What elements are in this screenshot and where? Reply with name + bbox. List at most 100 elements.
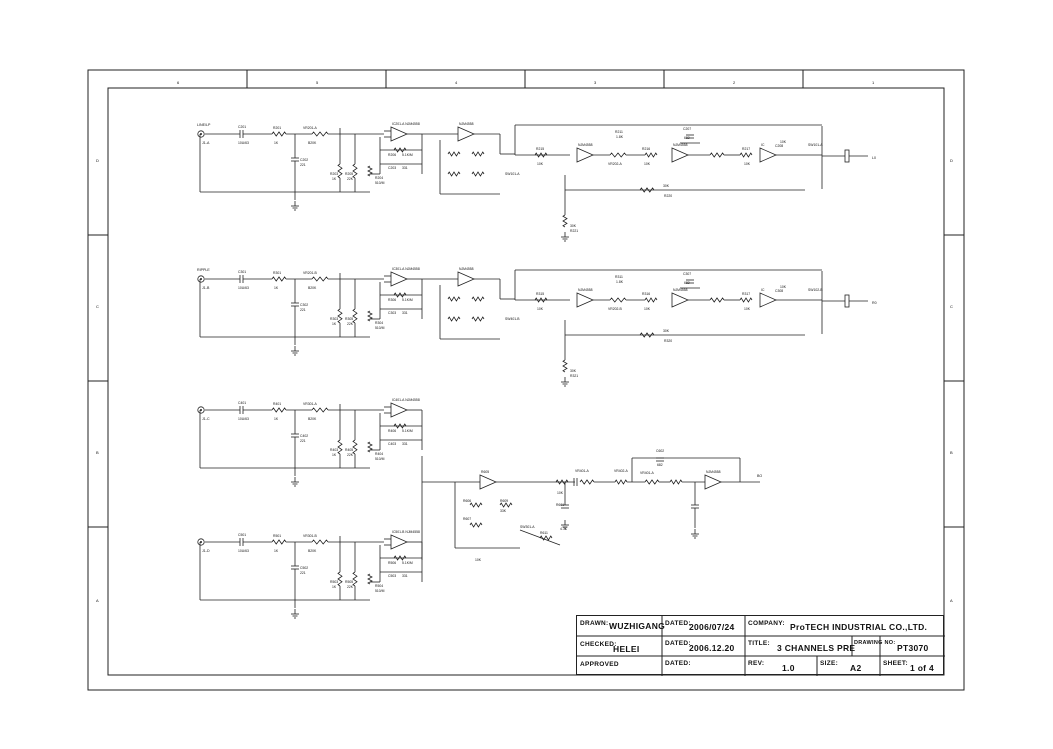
row-marker: D [950, 158, 953, 163]
component-label: 10K [744, 162, 751, 166]
input-jack-pin [200, 133, 202, 135]
component-label: R204 [375, 176, 383, 180]
component-label: 510/M [375, 326, 385, 330]
input-jack-pin [200, 278, 202, 280]
component-label: 10K [780, 140, 787, 144]
resistor [739, 297, 753, 303]
component-label: B20K [308, 286, 317, 290]
switch-label: SW401-B [505, 317, 520, 321]
input-jack-pin [200, 541, 202, 543]
channel-3: J1-CC40110U/63R4011KVR301-AB20KC402221R4… [197, 398, 423, 487]
component-label: 221 [300, 439, 306, 443]
component-label: 10K [537, 162, 544, 166]
column-marker: 3 [594, 80, 597, 85]
component-label: VR202-B [608, 307, 622, 311]
size-label: SIZE: [820, 660, 839, 667]
component-label: 331 [402, 442, 408, 446]
component-label: 1K [332, 453, 337, 457]
component-label: R320 [664, 339, 672, 343]
component-label: 30K [570, 369, 577, 373]
channel-2: RIPPLEJ1-BC30110U/63R3011KVR201-BB20KC30… [197, 267, 877, 356]
component-label: R501 [273, 534, 281, 538]
resistor [337, 439, 343, 455]
opamp-label: IC201-A NJM4558 [392, 122, 420, 126]
component-label: R205 [345, 172, 353, 176]
resistor [709, 152, 725, 158]
component-label: R406 [388, 429, 396, 433]
jack-ref: J1-C [202, 417, 210, 421]
component-label: R401 [273, 402, 281, 406]
component-label: 22K [347, 585, 354, 589]
resistor [639, 332, 655, 338]
component-label: R301 [273, 271, 281, 275]
output-switch-label: SW101-A [808, 143, 823, 147]
component-label: C303 [388, 311, 396, 315]
opamp-label: NJM4558 [459, 122, 474, 126]
output-jack-icon [844, 294, 850, 308]
row-marker: C [950, 304, 953, 309]
resistor [562, 359, 568, 373]
component-label: C308 [775, 289, 783, 293]
opamp-icon [479, 474, 497, 490]
resistor [669, 479, 683, 485]
row-marker: B [950, 450, 953, 455]
resistor [469, 502, 483, 508]
component-label: R206 [388, 153, 396, 157]
input-jack-icon [197, 538, 205, 546]
title-value: 3 CHANNELS PRE [777, 643, 856, 653]
component-label: R304 [375, 321, 383, 325]
component-label: C302 [300, 303, 308, 307]
drawn-value: WUZHIGANG [609, 621, 666, 631]
opamp-icon [390, 126, 408, 142]
resistor [644, 479, 660, 485]
opamp-icon [576, 147, 594, 163]
resistor [393, 147, 407, 153]
resistor [579, 479, 595, 485]
resistor [367, 573, 373, 585]
component-label: R611 [540, 531, 548, 535]
component-label: 1K [274, 141, 279, 145]
component-label: R221 [570, 229, 578, 233]
resistor [644, 152, 658, 158]
resistor [352, 571, 358, 587]
component-label: R215 [536, 147, 544, 151]
component-label: R306 [388, 298, 396, 302]
resistor [393, 423, 407, 429]
resistor [447, 316, 461, 322]
resistor [471, 151, 485, 157]
component-label: 331 [402, 574, 408, 578]
company-label: COMPANY: [748, 620, 785, 627]
drawn-label: DRAWN: [580, 620, 609, 627]
jack-ref: J1-A [202, 141, 210, 145]
resistor [709, 297, 725, 303]
component-label: R609 [500, 499, 508, 503]
column-marker: 5 [316, 80, 319, 85]
component-label: SW301-A [520, 525, 535, 529]
row-marker: D [96, 158, 99, 163]
component-label: 1.8K [616, 280, 624, 284]
column-marker: 1 [872, 80, 875, 85]
component-label: C403 [388, 442, 396, 446]
component-label: 221 [300, 163, 306, 167]
dated2-value: 2006.12.20 [689, 643, 735, 653]
row-marker: B [96, 450, 99, 455]
sheet-value: 1 of 4 [910, 663, 935, 673]
opamp-icon [390, 534, 408, 550]
opamp-label: NJM4558 [673, 288, 688, 292]
component-label: C201 [238, 125, 246, 129]
component-label: C502 [300, 566, 308, 570]
summing-stage: R605R606R607R60933K10KSW301-AR60110KVR40… [421, 449, 762, 562]
resistor [311, 131, 329, 137]
component-label: 10K [744, 307, 751, 311]
component-label: 33K [500, 509, 507, 513]
component-label: 22K [347, 177, 354, 181]
component-label: R504 [375, 584, 383, 588]
sheet-label: SHEET: [883, 660, 908, 667]
resistor [609, 152, 627, 158]
component-label: R404 [375, 452, 383, 456]
column-marker: 4 [455, 80, 458, 85]
resistor [311, 539, 329, 545]
resistor [337, 571, 343, 587]
